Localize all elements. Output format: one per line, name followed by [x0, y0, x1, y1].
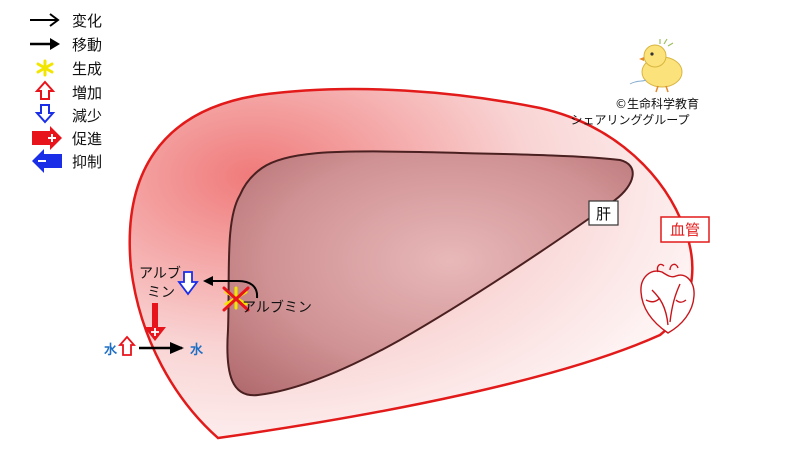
legend-label: 生成 — [72, 60, 102, 78]
liver-label: 肝 — [596, 205, 611, 223]
vessel-label: 血管 — [670, 221, 700, 239]
heart-icon — [640, 263, 695, 334]
yellow-star-icon — [36, 59, 54, 77]
legend-item-inhibit: 抑制 — [32, 149, 102, 173]
water-right-label: 水 — [190, 342, 204, 358]
legend-item-increase: 増加 — [34, 80, 102, 102]
legend-item-move: 移動 — [30, 36, 102, 54]
albumin-decrease-arrow — [177, 271, 199, 296]
liver-shape — [226, 150, 634, 397]
bold-arrow-right-icon — [30, 38, 60, 50]
legend-label: 促進 — [72, 130, 102, 148]
albumin-vessel-label-line2: ミン — [147, 285, 175, 301]
red-cross-icon — [222, 286, 250, 312]
legend-item-change: 変化 — [30, 12, 102, 30]
promote-down-arrow — [144, 303, 166, 341]
vessel-label-box: 血管 — [660, 216, 710, 243]
hollow-down-arrow-icon — [34, 104, 56, 124]
copyright-line1: ©生命科学教育 — [615, 96, 699, 111]
albumin-transfer-arrow — [203, 276, 259, 299]
legend-item-promote: 促進 — [32, 126, 102, 150]
legend-label: 減少 — [72, 107, 102, 125]
water-left-label: 水 — [104, 342, 118, 358]
block-arrow-left-icon — [32, 149, 62, 173]
thin-arrow-right-icon — [30, 13, 60, 27]
copyright-line2: シェアリンググループ — [570, 113, 689, 127]
water-increase-arrow — [118, 335, 136, 356]
legend-item-generate: 生成 — [36, 59, 102, 78]
albumin-vessel-label-line1: アルブ — [139, 265, 181, 282]
albumin-production-blocked — [222, 286, 250, 312]
legend-label: 移動 — [72, 36, 102, 54]
chick-icon — [629, 38, 683, 93]
legend-label: 増加 — [72, 84, 102, 102]
legend-item-decrease: 減少 — [34, 104, 102, 125]
legend-label: 抑制 — [72, 153, 102, 171]
legend-label: 変化 — [72, 12, 102, 30]
block-arrow-right-icon — [32, 126, 62, 150]
liver-label-box: 肝 — [588, 200, 619, 226]
hollow-up-arrow-icon — [34, 80, 56, 100]
legend: 変化 移動 生成 増加 減少 — [30, 12, 102, 173]
albumin-liver-label: アルブミン — [242, 299, 312, 316]
